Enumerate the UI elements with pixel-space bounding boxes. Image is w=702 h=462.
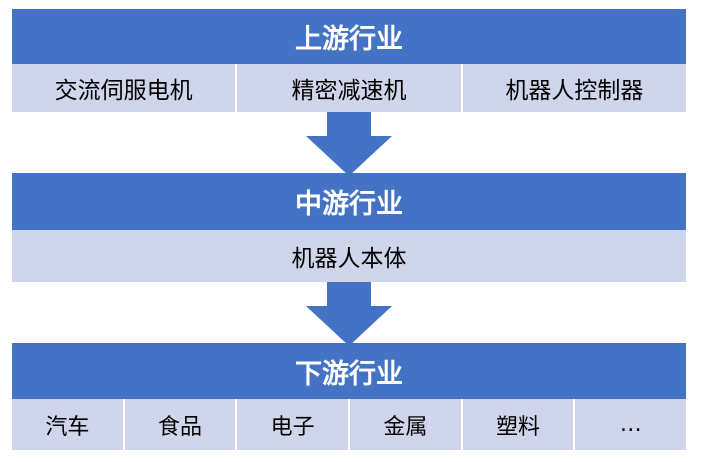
upstream-header: 上游行业 (12, 9, 686, 64)
downstream-item: 食品 (125, 399, 238, 450)
downstream-title: 下游行业 (295, 358, 403, 390)
upstream-item: 精密减速机 (237, 64, 463, 112)
upstream-item: 机器人控制器 (505, 78, 644, 104)
downstream-item: 汽车 (12, 399, 125, 450)
downstream-items-row: 汽车 食品 电子 金属 塑料 … (12, 399, 686, 450)
upstream-item: 交流伺服电机 (12, 64, 238, 112)
upstream-items-row: 交流伺服电机 精密减速机 机器人控制器 (12, 64, 686, 112)
down-arrow-icon (306, 112, 392, 176)
midstream-title: 中游行业 (295, 189, 403, 220)
downstream-header: 下游行业 (12, 343, 686, 399)
downstream-item: 金属 (350, 399, 463, 450)
downstream-item: 电子 (237, 399, 351, 450)
midstream-header: 中游行业 (12, 173, 686, 230)
down-arrow-icon (306, 282, 392, 346)
downstream-item: 塑料 (463, 399, 576, 450)
midstream-items-row: 机器人本体 (12, 230, 686, 282)
downstream-item: … (619, 412, 642, 437)
upstream-title: 上游行业 (295, 24, 403, 55)
midstream-item: 机器人本体 (291, 246, 407, 272)
